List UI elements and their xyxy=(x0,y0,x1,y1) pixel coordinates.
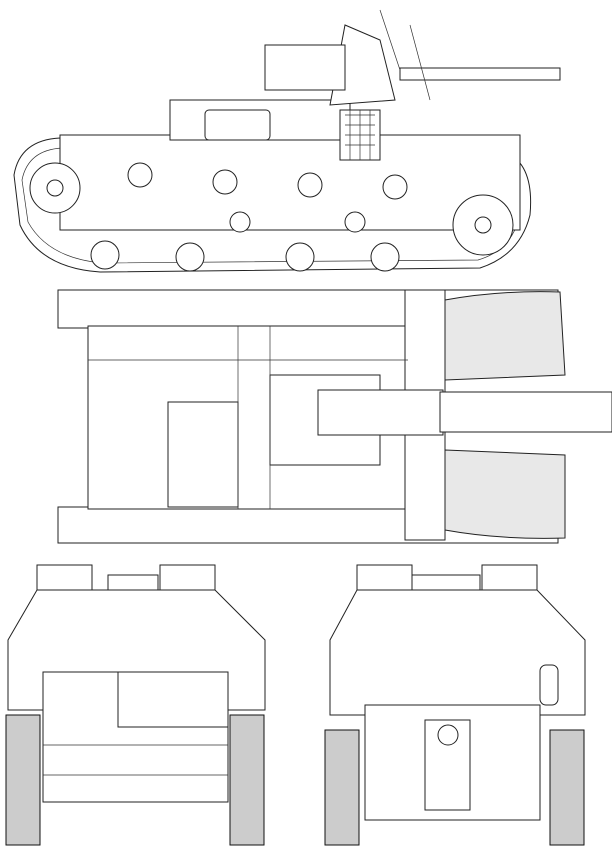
rear-view-drawing xyxy=(324,564,586,846)
side-view-drawing xyxy=(13,9,561,273)
top-view-drawing xyxy=(57,289,612,544)
front-view-drawing xyxy=(5,564,266,846)
